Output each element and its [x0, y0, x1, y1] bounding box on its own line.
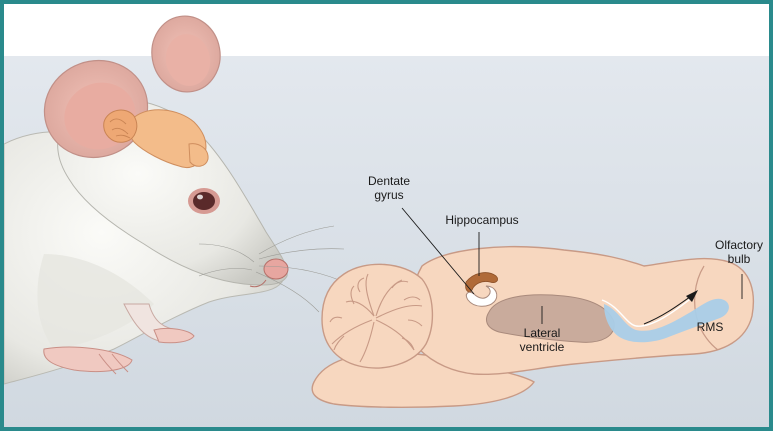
mouse-nose: [264, 259, 288, 279]
label-lateral-ventricle: Lateral ventricle: [504, 326, 580, 354]
label-hippocampus: Hippocampus: [432, 213, 532, 227]
label-dentate-gyrus: Dentate gyrus: [354, 174, 424, 202]
mouse-head-brain-cerebellum: [104, 110, 137, 142]
label-olfactory-bulb: Olfactory bulb: [704, 238, 773, 266]
mouse-eye: [193, 192, 215, 210]
illustration: [4, 4, 773, 431]
top-white-band: [4, 4, 773, 56]
mouse-eye-highlight: [197, 195, 203, 200]
label-rms: RMS: [692, 320, 728, 334]
brain-cerebellum: [322, 264, 432, 368]
